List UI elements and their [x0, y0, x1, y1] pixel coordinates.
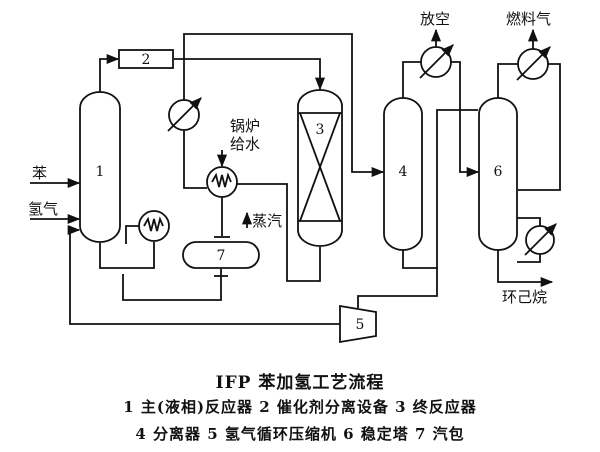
legend-line-2: 4 分离器 5 氢气循环压缩机 6 稳定塔 7 汽包: [135, 425, 465, 443]
cyclohexane-product-line: [497, 250, 554, 288]
exchanger-to-reactor3-line: [237, 183, 321, 282]
hydrogen-label: 氢气: [28, 200, 58, 218]
reactor-1-coil-exchanger: [138, 210, 170, 242]
steam-label: 蒸汽: [252, 212, 282, 230]
cooler-to-exchanger-line: [183, 130, 207, 189]
recycle-gas-line: [357, 268, 438, 308]
unit-number-1: 1: [96, 164, 105, 180]
unit-number-3: 3: [316, 122, 325, 138]
stabilizer-reboiler-arrow: [524, 223, 557, 256]
legend-line-1: 1 主(液相)反应器 2 催化剂分离设备 3 终反应器: [123, 398, 477, 416]
boiler-water-coil-icon: [211, 172, 232, 188]
cooler-top-left-arrow: [167, 97, 202, 132]
reactor1-return-line: [125, 225, 139, 244]
boiler-water-label-line1: 锅炉: [230, 117, 260, 135]
vent-condenser-arrow: [419, 44, 454, 79]
unit-number-6: 6: [494, 164, 503, 180]
vent-label: 放空: [420, 10, 450, 28]
compressor-to-reactor1-line: [67, 224, 340, 325]
diagram-title: IFP 苯加氢工艺流程: [215, 373, 385, 393]
reboiler-return-line: [517, 254, 541, 263]
hydrogen-compressor-5: [339, 304, 377, 344]
steam-drum-7: [182, 241, 260, 269]
reactor-3-bed-cross-b: [299, 112, 341, 222]
fuel-gas-condenser-arrow: [516, 46, 551, 81]
separator4-bottoms-line: [402, 109, 478, 269]
separator4-overhead-line: [402, 61, 421, 98]
reboiler-loop-line: [517, 217, 541, 226]
cyclohexane-label: 环己烷: [502, 288, 547, 306]
benzene-label: 苯: [32, 164, 47, 182]
unit-number-7: 7: [217, 248, 226, 264]
unit-number-5: 5: [356, 317, 365, 333]
stabilizer-overhead-line: [497, 63, 518, 98]
drum-return-line: [122, 269, 222, 301]
boiler-water-label-line2: 给水: [230, 135, 260, 153]
reactor3-cooler-loop-line: [183, 33, 385, 178]
reactor-1-coil-icon: [143, 216, 164, 232]
fuel-gas-reflux-line: [518, 63, 561, 191]
separator2-to-reactor3-line: [174, 58, 326, 91]
unit-number-2: 2: [142, 52, 151, 68]
reactor1-to-separator2-line: [99, 53, 120, 92]
boiler-water-coil-exchanger: [206, 166, 238, 198]
reactor1-recirc-line: [99, 242, 155, 269]
fuel-gas-label: 燃料气: [506, 10, 551, 28]
unit-number-4: 4: [399, 164, 408, 180]
vent-condenser-drain-line: [451, 61, 480, 178]
